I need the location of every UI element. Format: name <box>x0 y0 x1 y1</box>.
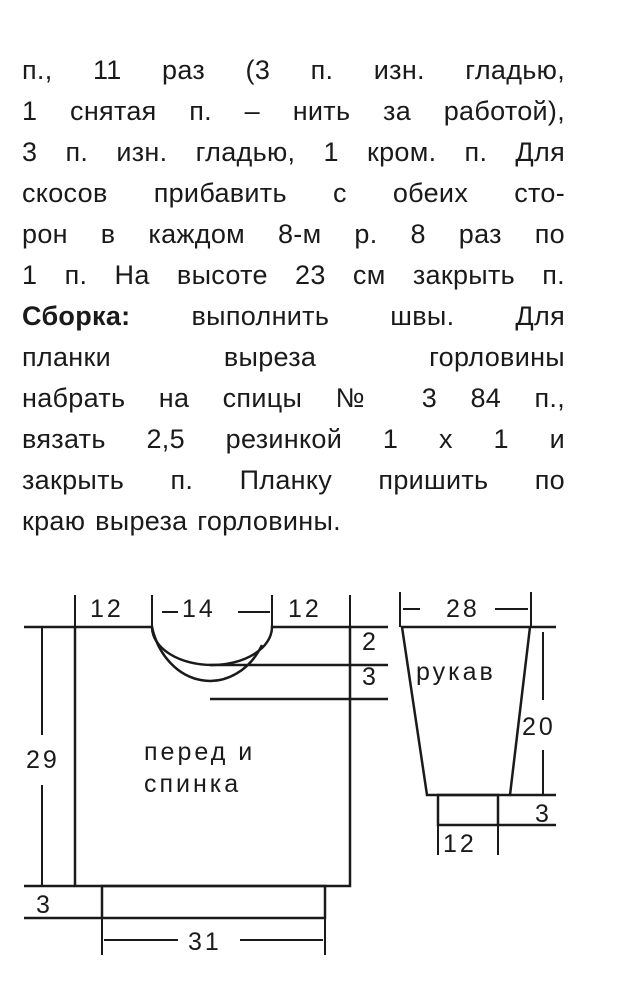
assembly-heading: Сборка: <box>22 301 131 331</box>
text-line: скосов прибавить с обеих сто- <box>22 178 565 208</box>
text-fragment: выполнить швы. Для <box>191 301 565 331</box>
sleeve-label: рукав <box>416 658 496 686</box>
sleeve-piece <box>399 592 556 855</box>
dim-shoulder-left: 12 <box>90 595 124 623</box>
text-line: краю выреза горловины. <box>22 506 341 536</box>
dim-body-rib: 3 <box>36 891 53 919</box>
text-line: набрать на спицы № 3 84 п., <box>22 383 565 413</box>
dim-body-rib-width: 31 <box>188 928 222 956</box>
text-line: вязать 2,5 резинкой 1 х 1 и <box>22 424 565 454</box>
dim-neck-width: 14 <box>182 595 216 623</box>
text-line: 1 снятая п. – нить за работой), <box>22 96 565 126</box>
text-line: п., 11 раз (3 п. изн. гладью, <box>22 55 565 85</box>
text-line: закрыть п. Планку пришить по <box>22 465 565 495</box>
body-piece <box>24 595 388 955</box>
dim-sleeve-height: 20 <box>522 713 556 741</box>
text-line: планки выреза горловины <box>22 342 565 372</box>
dim-neck-front-depth: 3 <box>362 663 379 691</box>
text-line: рон в каждом 8-м р. 8 раз по <box>22 219 565 249</box>
dim-shoulder-right: 12 <box>288 595 322 623</box>
text-line: 1 п. На высоте 23 см закрыть п. <box>22 260 565 290</box>
dim-neck-back-depth: 2 <box>362 628 379 656</box>
dim-sleeve-cuff: 12 <box>443 830 477 858</box>
text-line-assembly: Сборка: выполнить швы. Для <box>22 296 565 337</box>
text-line: 3 п. изн. гладью, 1 кром. п. Для <box>22 137 565 167</box>
dim-body-height: 29 <box>26 746 60 774</box>
body-label: перед и <box>144 738 255 766</box>
dim-sleeve-rib: 3 <box>535 800 552 828</box>
dim-sleeve-top: 28 <box>446 595 480 623</box>
instructions-text: п., 11 раз (3 п. изн. гладью, 1 снятая п… <box>22 50 565 542</box>
body-label: спинка <box>144 770 241 798</box>
